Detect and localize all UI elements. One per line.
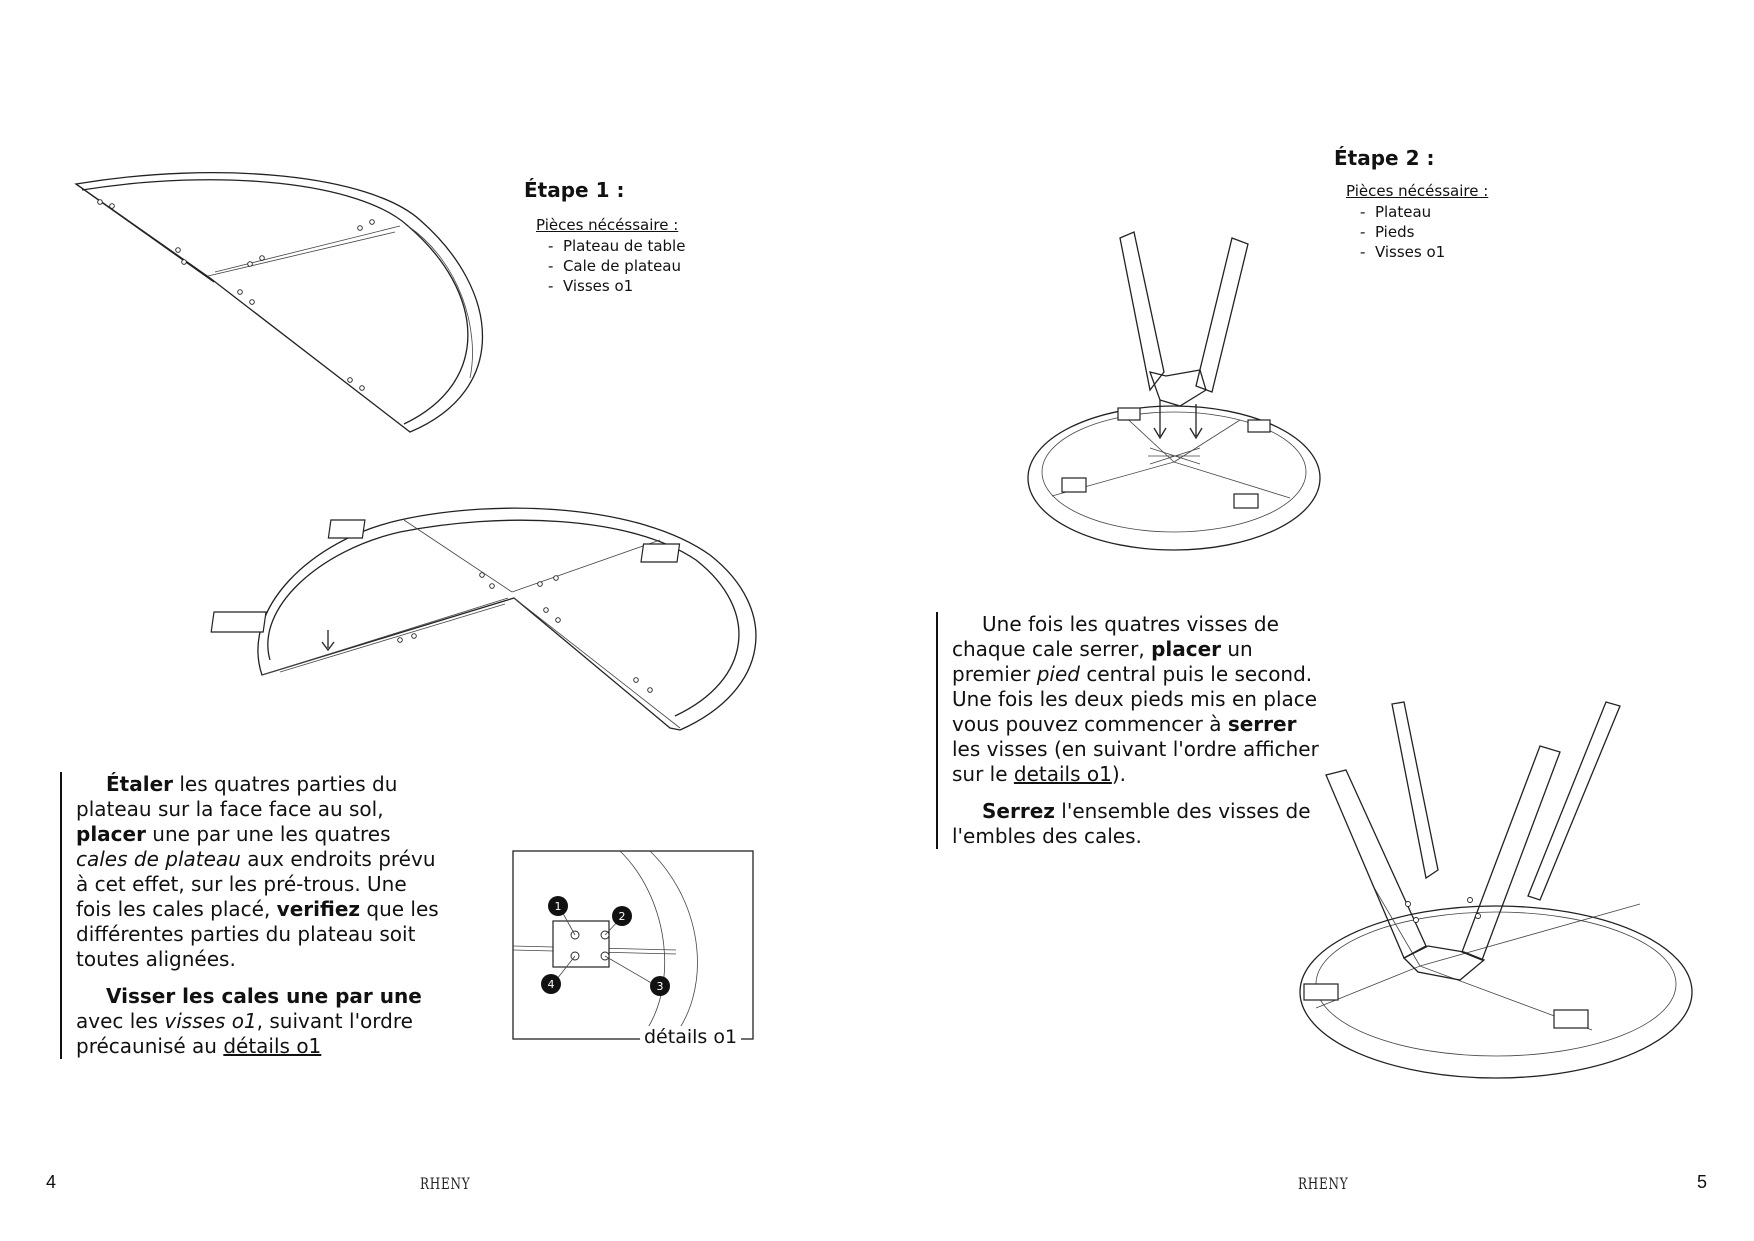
page-number-right: 5 — [1697, 1172, 1708, 1192]
parts-heading: Pièces nécéssaire : — [536, 216, 679, 234]
parts-heading: Pièces nécéssaire : — [1346, 182, 1489, 200]
svg-text:3: 3 — [657, 980, 664, 993]
screw-badge-2: 2 — [612, 906, 632, 926]
instruction-paragraph: Visser les cales une par une avec les vi… — [76, 984, 422, 1058]
svg-text:4: 4 — [548, 978, 555, 991]
parts-list: Plateau Pieds Visses o1 — [1360, 202, 1445, 262]
part-item: Visses o1 — [548, 276, 685, 296]
detail-label: détails o1 — [640, 1026, 742, 1048]
page-number-left: 4 — [46, 1172, 57, 1192]
part-item: Visses o1 — [1360, 242, 1445, 262]
screw-badge-1: 1 — [548, 896, 568, 916]
instruction-paragraph: Étaler les quatres parties du plateau su… — [76, 772, 439, 971]
part-item: Plateau de table — [548, 236, 686, 256]
part-item: Pieds — [1360, 222, 1445, 242]
part-item: Plateau — [1360, 202, 1445, 222]
screw-badge-4: 4 — [541, 974, 561, 994]
svg-text:1: 1 — [555, 900, 562, 913]
parts-list: Plateau de table Cale de plateau Visses … — [548, 236, 686, 296]
instruction-paragraph: Une fois les quatres visses de chaque ca… — [952, 612, 1319, 786]
svg-text:2: 2 — [619, 910, 626, 923]
step-1-instructions: Étaler les quatres parties du plateau su… — [60, 772, 446, 1059]
brand-logo-right: RHENY — [1298, 1174, 1349, 1193]
part-item: Cale de plateau — [548, 256, 685, 276]
step-1-title: Étape 1 : — [524, 178, 625, 202]
instruction-paragraph: Serrez l'ensemble des visses de l'embles… — [952, 799, 1311, 848]
step-2-title: Étape 2 : — [1334, 146, 1435, 170]
step-2-instructions: Une fois les quatres visses de chaque ca… — [936, 612, 1322, 849]
brand-logo-left: RHENY — [420, 1174, 471, 1193]
screw-badge-3: 3 — [650, 976, 670, 996]
